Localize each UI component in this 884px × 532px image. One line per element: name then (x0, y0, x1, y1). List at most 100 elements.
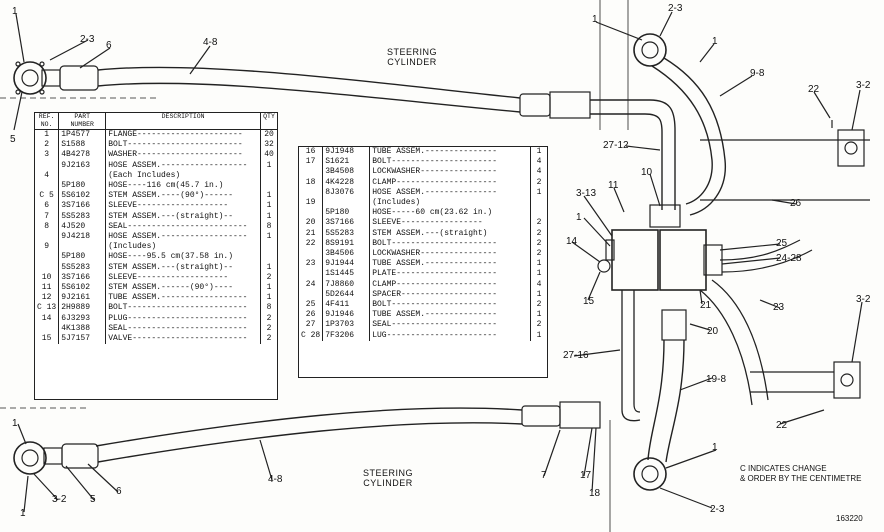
ref-cell: 27 (299, 320, 324, 331)
description-cell: (Includes) (105, 242, 261, 253)
part-number-cell: 1S1445 (322, 269, 371, 280)
qty-cell: 2 (536, 249, 542, 259)
part-number-cell: 5S6102 (58, 191, 107, 202)
ref-cell: 15 (35, 334, 60, 345)
table-row: 5P180 HOSE-----60 cm(23.62 in.) (299, 208, 547, 219)
description-cell: TUBE ASSEM.------------------ (105, 293, 261, 304)
description-cell: LUG----------------------- (369, 330, 531, 341)
description-cell: HOSE----116 cm(45.7 in.) (105, 181, 261, 192)
description-cell: STEM ASSEM.----(90°)------ (105, 191, 261, 202)
qty-cell: 2 (536, 238, 542, 248)
qty-cell: 1 (536, 330, 542, 340)
part-number-cell: 3B4508 (322, 167, 371, 178)
part-number-cell: 9J1948 (322, 147, 371, 158)
qty-cell (261, 252, 278, 262)
callout-label: 14 (566, 236, 578, 247)
description-cell: STEM ASSEM.---(straight) (369, 228, 531, 239)
qty-cell: 32 (264, 140, 274, 150)
callout-label: 1 (12, 6, 18, 17)
ref-cell: C 28 (299, 330, 324, 341)
description-cell: BOLT---------------------- (369, 300, 531, 311)
table-row: 9(Includes) (35, 242, 277, 253)
part-number-cell: 6J3293 (58, 313, 107, 324)
qty-cell: 2 (536, 218, 542, 228)
callout-label: 5 (90, 494, 96, 505)
ref-cell: 24 (299, 279, 324, 290)
part-number-cell: 9J2163 (58, 160, 107, 171)
part-number-cell: 1P4577 (58, 129, 107, 141)
qty-cell: 1 (536, 289, 542, 299)
table-row: 5P180 HOSE----116 cm(45.7 in.) (35, 181, 277, 192)
ref-cell: 10 (35, 272, 60, 284)
table-row: 19 (Includes) (299, 198, 548, 209)
description-cell: CLAMP--------------------- (369, 177, 531, 188)
part-number-cell: 4B4278 (58, 150, 107, 161)
description-cell: LOCKWASHER---------------- (369, 167, 531, 178)
ref-cell (299, 208, 324, 219)
ref-cell (35, 232, 60, 243)
callout-label: 1 (592, 14, 598, 25)
part-number-cell: 8J3076 (322, 187, 371, 199)
description-cell: PLUG------------------------- (105, 313, 261, 324)
description-cell: SLEEVE------------------- (105, 201, 261, 212)
qty-cell (531, 198, 548, 208)
callout-label: 27-12 (603, 140, 629, 151)
ref-cell: 11 (35, 283, 60, 294)
part-number-cell: 3S7166 (58, 201, 107, 212)
description-cell: STEM ASSEM.------(90°)---- (105, 283, 261, 294)
qty-cell: 2 (536, 177, 542, 187)
callout-label: 1 (712, 36, 718, 47)
part-number-cell (58, 242, 107, 253)
ref-cell: 2 (35, 140, 60, 151)
ref-cell: 7 (35, 211, 60, 222)
part-number-cell: 5S5283 (58, 211, 107, 222)
description-cell: BOLT---------------------- (369, 238, 531, 250)
part-number-cell: 7J8860 (322, 279, 371, 290)
callout-label: 7 (541, 470, 547, 481)
qty-cell: 4 (536, 279, 542, 289)
qty-cell: 1 (266, 232, 272, 242)
ref-cell: 4 (35, 170, 60, 182)
ref-cell: 21 (299, 228, 324, 239)
description-cell: VALVE------------------------ (105, 334, 261, 345)
qty-cell: 8 (266, 303, 272, 313)
header-description: DESCRIPTION (105, 113, 261, 130)
description-cell: HOSE ASSEM.------------------ (105, 160, 261, 171)
description-cell: WASHER---------------------- (105, 150, 261, 161)
header-part-number: PART NUMBER (58, 113, 107, 130)
qty-cell: 1 (266, 283, 272, 293)
ref-cell (35, 252, 60, 263)
ref-cell: 19 (299, 198, 324, 209)
ref-cell: 23 (299, 259, 324, 270)
callout-label: 1 (712, 442, 718, 453)
ref-cell (299, 269, 324, 280)
callout-label: 26 (790, 198, 802, 209)
qty-cell: 4 (536, 157, 542, 167)
header-qty: QTY (260, 113, 277, 130)
ref-cell: 22 (299, 238, 324, 250)
part-number-cell: 9J1944 (322, 259, 371, 270)
callout-label: 3-13 (576, 188, 597, 199)
ref-cell (299, 187, 324, 199)
description-cell: HOSE----95.5 cm(37.58 in.) (105, 252, 261, 263)
ref-cell: C 5 (35, 191, 60, 202)
ref-cell (35, 262, 60, 273)
ref-cell: 8 (35, 221, 60, 233)
part-number-cell: 9J2161 (58, 293, 107, 304)
